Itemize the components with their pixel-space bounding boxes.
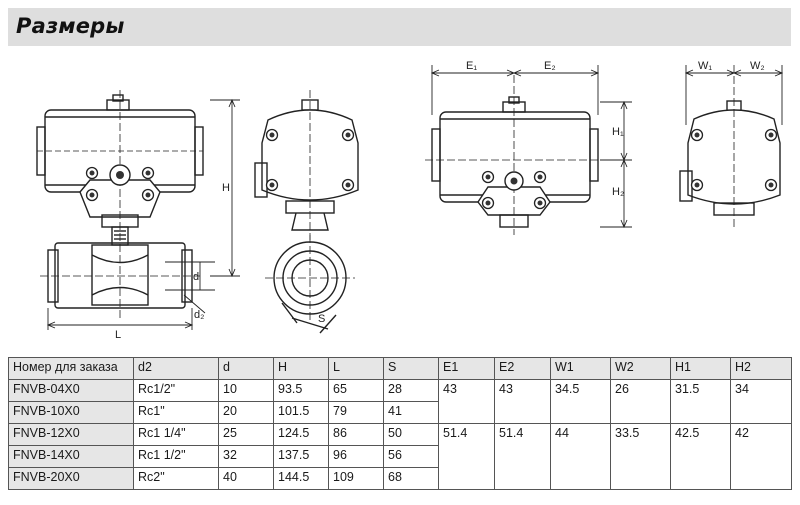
dimension-label-l: L [115,329,121,341]
table-header-row: Номер для заказа d2 d H L S E1 E2 W1 W2 … [8,357,792,380]
table-cell-w1: 44 [550,423,611,490]
table-cell: 93.5 [273,379,329,402]
table-cell: 41 [383,401,439,424]
table-cell: 28 [383,379,439,402]
technical-drawing: H d d₂ L S [36,60,784,341]
dimension-label-d2: d₂ [194,309,204,321]
table-cell: 65 [328,379,384,402]
table-cell: Rc1" [133,401,219,424]
section-header: Размеры [8,8,791,46]
table-cell: Rc1 1/2" [133,445,219,468]
dimension-label-d: d [193,271,199,283]
actuator-front-view-drawing [425,75,605,235]
table-cell-e2: 43 [494,379,551,424]
side-view-drawing [254,90,359,334]
front-view-dimensions [46,98,240,330]
table-cell: 96 [328,445,384,468]
table-cell: 79 [328,401,384,424]
table-cell: 144.5 [273,467,329,490]
column-header: Номер для заказа [8,357,134,380]
actuator-side-view-dimensions [684,65,784,125]
table-row: FNVB-20X0 Rc2" 40 144.5 109 68 [8,467,792,490]
table-cell: 86 [328,423,384,446]
column-header: H2 [730,357,792,380]
table-cell-h2: 34 [730,379,792,424]
table-cell: 101.5 [273,401,329,424]
dimension-label-e1: E₁ [466,60,477,72]
table-cell: 20 [218,401,274,424]
actuator-side-view-drawing [679,65,781,230]
column-header: E2 [494,357,551,380]
table-cell-h1: 42.5 [670,423,731,490]
table-cell-w2: 26 [610,379,671,424]
actuator-front-view-dimensions [430,65,632,229]
table-row: FNVB-12X0 Rc1 1/4" 25 124.5 86 50 51.4 5… [8,423,792,490]
table-cell-w2: 33.5 [610,423,671,490]
table-cell: 68 [383,467,439,490]
table-cell-e2: 51.4 [494,423,551,490]
dimension-label-w2: W₂ [750,60,765,72]
table-cell: 50 [383,423,439,446]
table-cell: 25 [218,423,274,446]
dimensions-table: Номер для заказа d2 d H L S E1 E2 W1 W2 … [8,357,792,490]
table-cell-w1: 34.5 [550,379,611,424]
order-code-cell: FNVB-10X0 [8,401,134,424]
table-cell: 10 [218,379,274,402]
order-code-cell: FNVB-14X0 [8,445,134,468]
table-cell-e1: 43 [438,379,495,424]
table-cell: 56 [383,445,439,468]
column-header: E1 [438,357,495,380]
table-cell: Rc1 1/4" [133,423,219,446]
table-cell: 40 [218,467,274,490]
dimension-label-h1: H₁ [612,126,624,138]
table-cell-e1: 51.4 [438,423,495,490]
column-header: L [328,357,384,380]
column-header: S [383,357,439,380]
column-header: W2 [610,357,671,380]
column-header: d [218,357,274,380]
table-cell: 137.5 [273,445,329,468]
table-cell: 124.5 [273,423,329,446]
column-header: H1 [670,357,731,380]
column-header: H [273,357,329,380]
column-header: d2 [133,357,219,380]
table-cell: Rc1/2" [133,379,219,402]
table-cell: 109 [328,467,384,490]
column-header: W1 [550,357,611,380]
table-cell-h2: 42 [730,423,792,490]
dimension-label-h: H [222,182,230,194]
front-view-drawing [36,90,204,320]
order-code-cell: FNVB-12X0 [8,423,134,446]
order-code-cell: FNVB-20X0 [8,467,134,490]
table-row: FNVB-04X0 Rc1/2" 10 93.5 65 28 43 43 34.… [8,379,792,424]
dimension-label-h2: H₂ [612,186,624,198]
page-title: Размеры [16,14,125,38]
dimension-label-e2: E₂ [544,60,556,72]
table-cell: Rc2" [133,467,219,490]
table-cell-h1: 31.5 [670,379,731,424]
table-cell: 32 [218,445,274,468]
dimension-label-s: S [318,313,325,325]
order-code-cell: FNVB-04X0 [8,379,134,402]
dimension-label-w1: W₁ [698,60,712,72]
table-row: FNVB-14X0 Rc1 1/2" 32 137.5 96 56 [8,445,792,468]
